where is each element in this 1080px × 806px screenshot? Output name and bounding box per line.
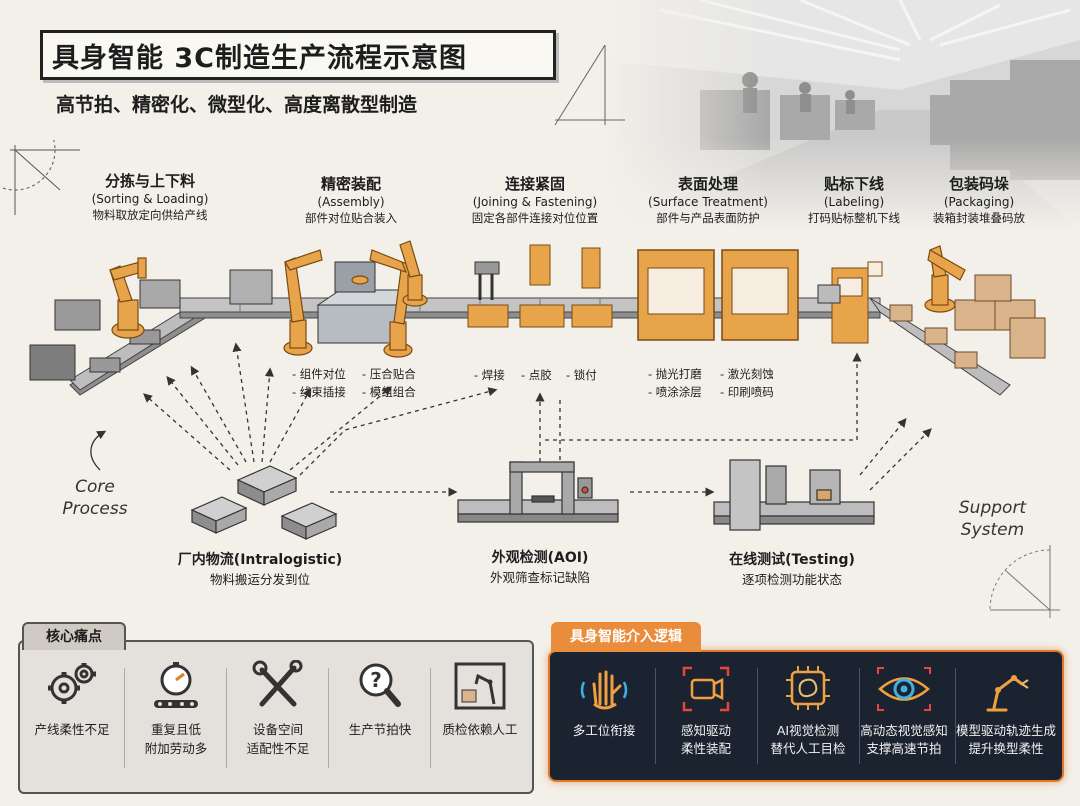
aoi-desc: 外观筛查标记缺陷: [465, 568, 615, 588]
pain-points-tab: 核心痛点: [22, 622, 126, 650]
pain-label: 产线柔性不足: [22, 720, 122, 739]
divider: [328, 668, 329, 768]
ai-label-line: 柔性装配: [656, 740, 756, 758]
eye-focus-icon: [874, 664, 934, 714]
stage-english: (Sorting & Loading): [75, 191, 225, 207]
ai-intervention-title: 具身智能介入逻辑: [551, 622, 701, 652]
joining-stations: [468, 245, 612, 327]
intralogistic-desc: 物料搬运分发到位: [165, 570, 355, 590]
robot-arm-box-icon: [450, 660, 510, 712]
aoi-label: 外观检测(AOI) 外观筛查标记缺陷: [465, 548, 615, 588]
ai-label-line: AI视觉检测: [758, 722, 858, 740]
stage-desc: 物料取放定向供给产线: [75, 207, 225, 224]
magnifier-question-icon: ?: [350, 660, 410, 712]
pain-item-2: 重复且低 附加劳动多: [126, 660, 226, 758]
ai-item-2: 感知驱动 柔性装配: [656, 664, 756, 758]
pain-label: 质检依赖人工: [430, 720, 530, 739]
support-system-line2: System: [950, 519, 1035, 541]
stage-sorting-loading: 分拣与上下料 (Sorting & Loading) 物料取放定向供给产线: [75, 172, 225, 224]
core-process-line2: Process: [55, 498, 135, 520]
stage-assembly: 精密装配 (Assembly) 部件对位贴合装入: [276, 175, 426, 227]
stage-surface-treatment: 表面处理 (Surface Treatment) 部件与产品表面防护: [633, 175, 783, 227]
ai-item-1: 多工位衔接: [554, 664, 654, 740]
intralogistic-label: 厂内物流(Intralogistic) 物料搬运分发到位: [165, 550, 355, 590]
pain-label-line: 附加劳动多: [126, 739, 226, 758]
ai-item-3: AI视觉检测 替代人工目检: [758, 664, 858, 758]
agv-robots: [192, 466, 336, 539]
stage-desc: 部件与产品表面防护: [633, 210, 783, 227]
stage-title: 包装码垛: [904, 175, 1054, 194]
testing-title: 在线测试(Testing): [712, 550, 872, 570]
pain-item-1: 产线柔性不足: [22, 660, 122, 739]
hand-sensing-icon: [574, 664, 634, 714]
divider: [124, 668, 125, 768]
pain-label: 设备空间 适配性不足: [228, 720, 328, 758]
ai-label-line: 替代人工目检: [758, 740, 858, 758]
gears-icon: [42, 660, 102, 712]
pain-label: 生产节拍快: [330, 720, 430, 739]
ai-brain-chip-icon: [778, 664, 838, 714]
robot-arm-icon: [976, 664, 1036, 714]
ai-label: 模型驱动轨迹生成 提升换型柔性: [952, 722, 1060, 758]
ai-label: 多工位衔接: [554, 722, 654, 740]
ai-intervention-tab: 具身智能介入逻辑: [551, 622, 701, 652]
ai-item-5: 模型驱动轨迹生成 提升换型柔性: [952, 664, 1060, 758]
stage-desc: 装箱封装堆叠码放: [904, 210, 1054, 227]
ai-label: AI视觉检测 替代人工目检: [758, 722, 858, 758]
sketch-decoration: [545, 45, 635, 125]
testing-desc: 逐项检测功能状态: [712, 570, 872, 590]
stopwatch-conveyor-icon: [146, 660, 206, 712]
testing-label: 在线测试(Testing) 逐项检测功能状态: [712, 550, 872, 590]
stage-english: (Joining & Fastening): [460, 194, 610, 210]
pain-item-5: 质检依赖人工: [430, 660, 530, 739]
stage-joining-fastening: 连接紧固 (Joining & Fastening) 固定各部件连接对位位置: [460, 175, 610, 227]
ai-label: 高动态视觉感知 支撑高速节拍: [854, 722, 954, 758]
pain-item-4: ? 生产节拍快: [330, 660, 430, 739]
stage-title: 表面处理: [633, 175, 783, 194]
tools-icon: [248, 660, 308, 712]
divider: [226, 668, 227, 768]
svg-text:?: ?: [370, 668, 382, 692]
pain-points-title: 核心痛点: [24, 624, 124, 650]
stage-english: (Packaging): [904, 194, 1054, 210]
page-title: 具身智能 3C制造生产流程示意图: [52, 36, 467, 75]
ai-label-line: 模型驱动轨迹生成: [952, 722, 1060, 740]
ai-label-line: 感知驱动: [656, 722, 756, 740]
pain-label-line: 适配性不足: [228, 739, 328, 758]
ai-item-4: 高动态视觉感知 支撑高速节拍: [854, 664, 954, 758]
camera-focus-icon: [676, 664, 736, 714]
stage-title: 精密装配: [276, 175, 426, 194]
support-system-line1: Support: [950, 497, 1035, 519]
page-subtitle: 高节拍、精密化、微型化、高度离散型制造: [56, 90, 417, 117]
ai-label-line: 高动态视觉感知: [854, 722, 954, 740]
pain-label: 重复且低 附加劳动多: [126, 720, 226, 758]
pain-label-line: 设备空间: [228, 720, 328, 739]
aoi-title: 外观检测(AOI): [465, 548, 615, 568]
stage-desc: 固定各部件连接对位位置: [460, 210, 610, 227]
core-process-line1: Core: [55, 476, 135, 498]
ai-label-line: 提升换型柔性: [952, 740, 1060, 758]
stage-english: (Surface Treatment): [633, 194, 783, 210]
ai-label: 感知驱动 柔性装配: [656, 722, 756, 758]
stage-english: (Assembly): [276, 194, 426, 210]
aoi-machine: [458, 462, 618, 522]
stage-title: 连接紧固: [460, 175, 610, 194]
pain-item-3: 设备空间 适配性不足: [228, 660, 328, 758]
stage-packaging: 包装码垛 (Packaging) 装箱封装堆叠码放: [904, 175, 1054, 227]
core-process-label: Core Process: [55, 476, 135, 520]
testing-machine: [714, 460, 874, 530]
ai-label-line: 支撑高速节拍: [854, 740, 954, 758]
pain-label-line: 重复且低: [126, 720, 226, 739]
stage-title: 分拣与上下料: [75, 172, 225, 191]
support-system-label: Support System: [950, 497, 1035, 541]
intralogistic-title: 厂内物流(Intralogistic): [165, 550, 355, 570]
stage-desc: 部件对位贴合装入: [276, 210, 426, 227]
